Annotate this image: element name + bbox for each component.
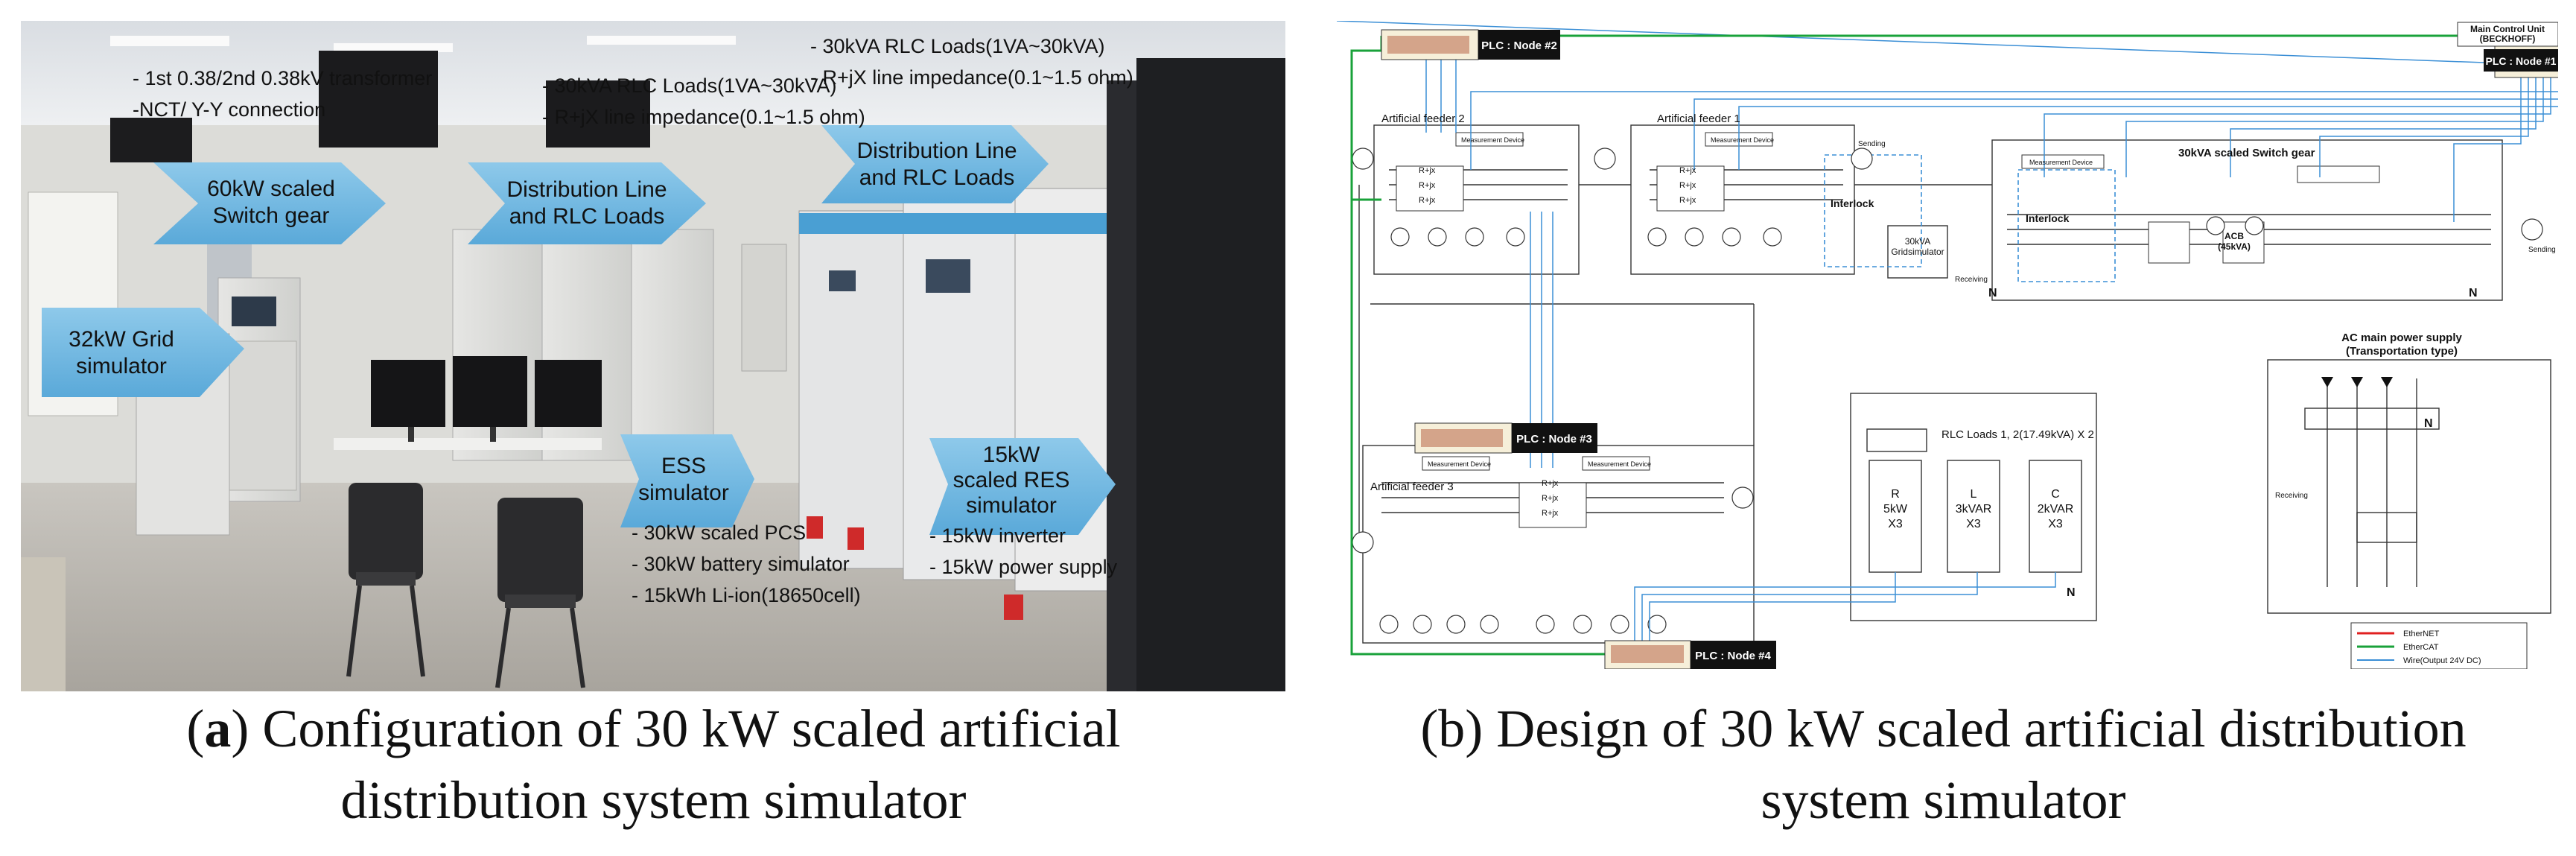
ess-arrow xyxy=(620,434,754,527)
switch-gear-arrow xyxy=(153,162,386,244)
feeder2-title: Artificial feeder 2 xyxy=(1381,112,1465,125)
plc3-tag xyxy=(1512,423,1597,453)
interlock-box-2 xyxy=(2017,169,2116,282)
switchgear-title: 30kVA scaled Switch gear xyxy=(2178,147,2315,159)
interlock-1: Interlock xyxy=(1831,197,1874,209)
rjx-label: R+jx xyxy=(1679,166,1696,175)
ac-supply-label: AC main power supply(Transportation type… xyxy=(2341,332,2462,358)
rlc2-note-1: - 30kVA RLC Loads(1VA~30kVA) xyxy=(810,35,1105,57)
rlc2-note-2: - R+jX line impedance(0.1~1.5 ohm) xyxy=(810,66,1133,89)
rlc1-note-2: - R+jX line impedance(0.1~1.5 ohm) xyxy=(542,106,865,128)
dist-line-arrow-1 xyxy=(468,162,706,244)
rjx-label: R+jx xyxy=(1419,181,1436,190)
dist-line-arrow-2 xyxy=(821,125,1049,203)
grid-sim-arrow xyxy=(42,308,244,397)
receiving-label: Receiving xyxy=(2275,492,2308,500)
rjx-label: R+jx xyxy=(1679,196,1696,205)
measurement-label: Measurement Device xyxy=(1428,460,1491,468)
caption-b-text: (b) Design of 30 kW scaled artificial di… xyxy=(1420,699,2467,830)
rlc-title: RLC Loads 1, 2(17.49kVA) X 2 xyxy=(1941,428,2094,441)
transformer-note-2: -NCT/ Y-Y connection xyxy=(133,98,326,121)
interlock-2: Interlock xyxy=(2026,212,2070,224)
legend-wire: Wire(Output 24V DC) xyxy=(2403,656,2481,665)
feeder1-box xyxy=(1630,124,1855,275)
grid-sim-box xyxy=(1887,225,1948,279)
sending-label: Sending xyxy=(2528,246,2556,254)
plc1-label: PLC : Node #1 xyxy=(2486,55,2557,67)
measurement-label: Measurement Device xyxy=(2029,159,2093,166)
transformer-note-1: - 1st 0.38/2nd 0.38kV transformer xyxy=(133,67,433,89)
res-note-2: - 15kW power supply xyxy=(929,556,1118,578)
feeder1-title: Artificial feeder 1 xyxy=(1657,112,1740,125)
rjx-label: R+jx xyxy=(1419,166,1436,175)
ess-note-3: - 15kWh Li-ion(18650cell) xyxy=(632,584,861,606)
caption-a-letter: a xyxy=(204,699,232,758)
feeder3-title: Artificial feeder 3 xyxy=(1370,481,1454,493)
plc4-label: PLC : Node #4 xyxy=(1695,650,1771,662)
switchgear-box xyxy=(1991,139,2503,301)
caption-a-text: ) Configuration of 30 kW scaled artifici… xyxy=(231,699,1121,830)
caption-a: (a) Configuration of 30 kW scaled artifi… xyxy=(186,699,1121,830)
rjx-label: R+jx xyxy=(1542,494,1559,503)
ac-supply-box xyxy=(2267,359,2551,614)
plc3-label: PLC : Node #3 xyxy=(1516,433,1592,446)
neutral-label: N xyxy=(1988,287,1997,299)
schematic-svg: PLC : Node #2 PLC : Node #3 PLC : Node #… xyxy=(1336,20,2576,670)
plc2-label: PLC : Node #2 xyxy=(1481,39,1557,52)
plc4-tag xyxy=(1691,641,1776,669)
res-note-1: - 15kW inverter xyxy=(929,524,1066,547)
rlc1-note-1: - 30kVA RLC Loads(1VA~30kVA) xyxy=(542,74,837,97)
rjx-label: R+jx xyxy=(1679,181,1696,190)
neutral-label: N xyxy=(2067,586,2076,599)
rjx-label: R+jx xyxy=(1542,479,1559,488)
measurement-label: Measurement Device xyxy=(1588,460,1651,468)
caption-b: (b) Design of 30 kW scaled artificial di… xyxy=(1311,693,2576,836)
res-arrow xyxy=(929,438,1116,535)
ess-note-1: - 30kW scaled PCS xyxy=(632,521,807,544)
neutral-label: N xyxy=(2424,417,2433,430)
measurement-label: Measurement Device xyxy=(1461,136,1524,144)
measurement-label: Measurement Device xyxy=(1711,136,1774,144)
legend-ethernet: EtherNET xyxy=(2403,630,2440,638)
plc2-tag xyxy=(1478,30,1560,60)
acb-label: ACB(45kVA) xyxy=(2218,231,2251,252)
neutral-label: N xyxy=(2469,287,2478,299)
interlock-box-1 xyxy=(1824,154,1922,267)
sending-label: Sending xyxy=(1858,140,1886,148)
rjx-label: R+jx xyxy=(1542,509,1559,518)
mcu-label: Main Control Unit(BECKHOFF) xyxy=(2470,24,2545,44)
rjx-label: R+jx xyxy=(1419,196,1436,205)
receiving-label: Receiving xyxy=(1955,276,1988,284)
rlc-box xyxy=(1850,393,2097,621)
system-schematic: PLC : Node #2 PLC : Node #3 PLC : Node #… xyxy=(1336,20,2576,670)
legend-ethercat: EtherCAT xyxy=(2403,643,2439,652)
feeder3-box xyxy=(1362,445,1755,644)
ess-note-2: - 30kW battery simulator xyxy=(632,553,850,575)
